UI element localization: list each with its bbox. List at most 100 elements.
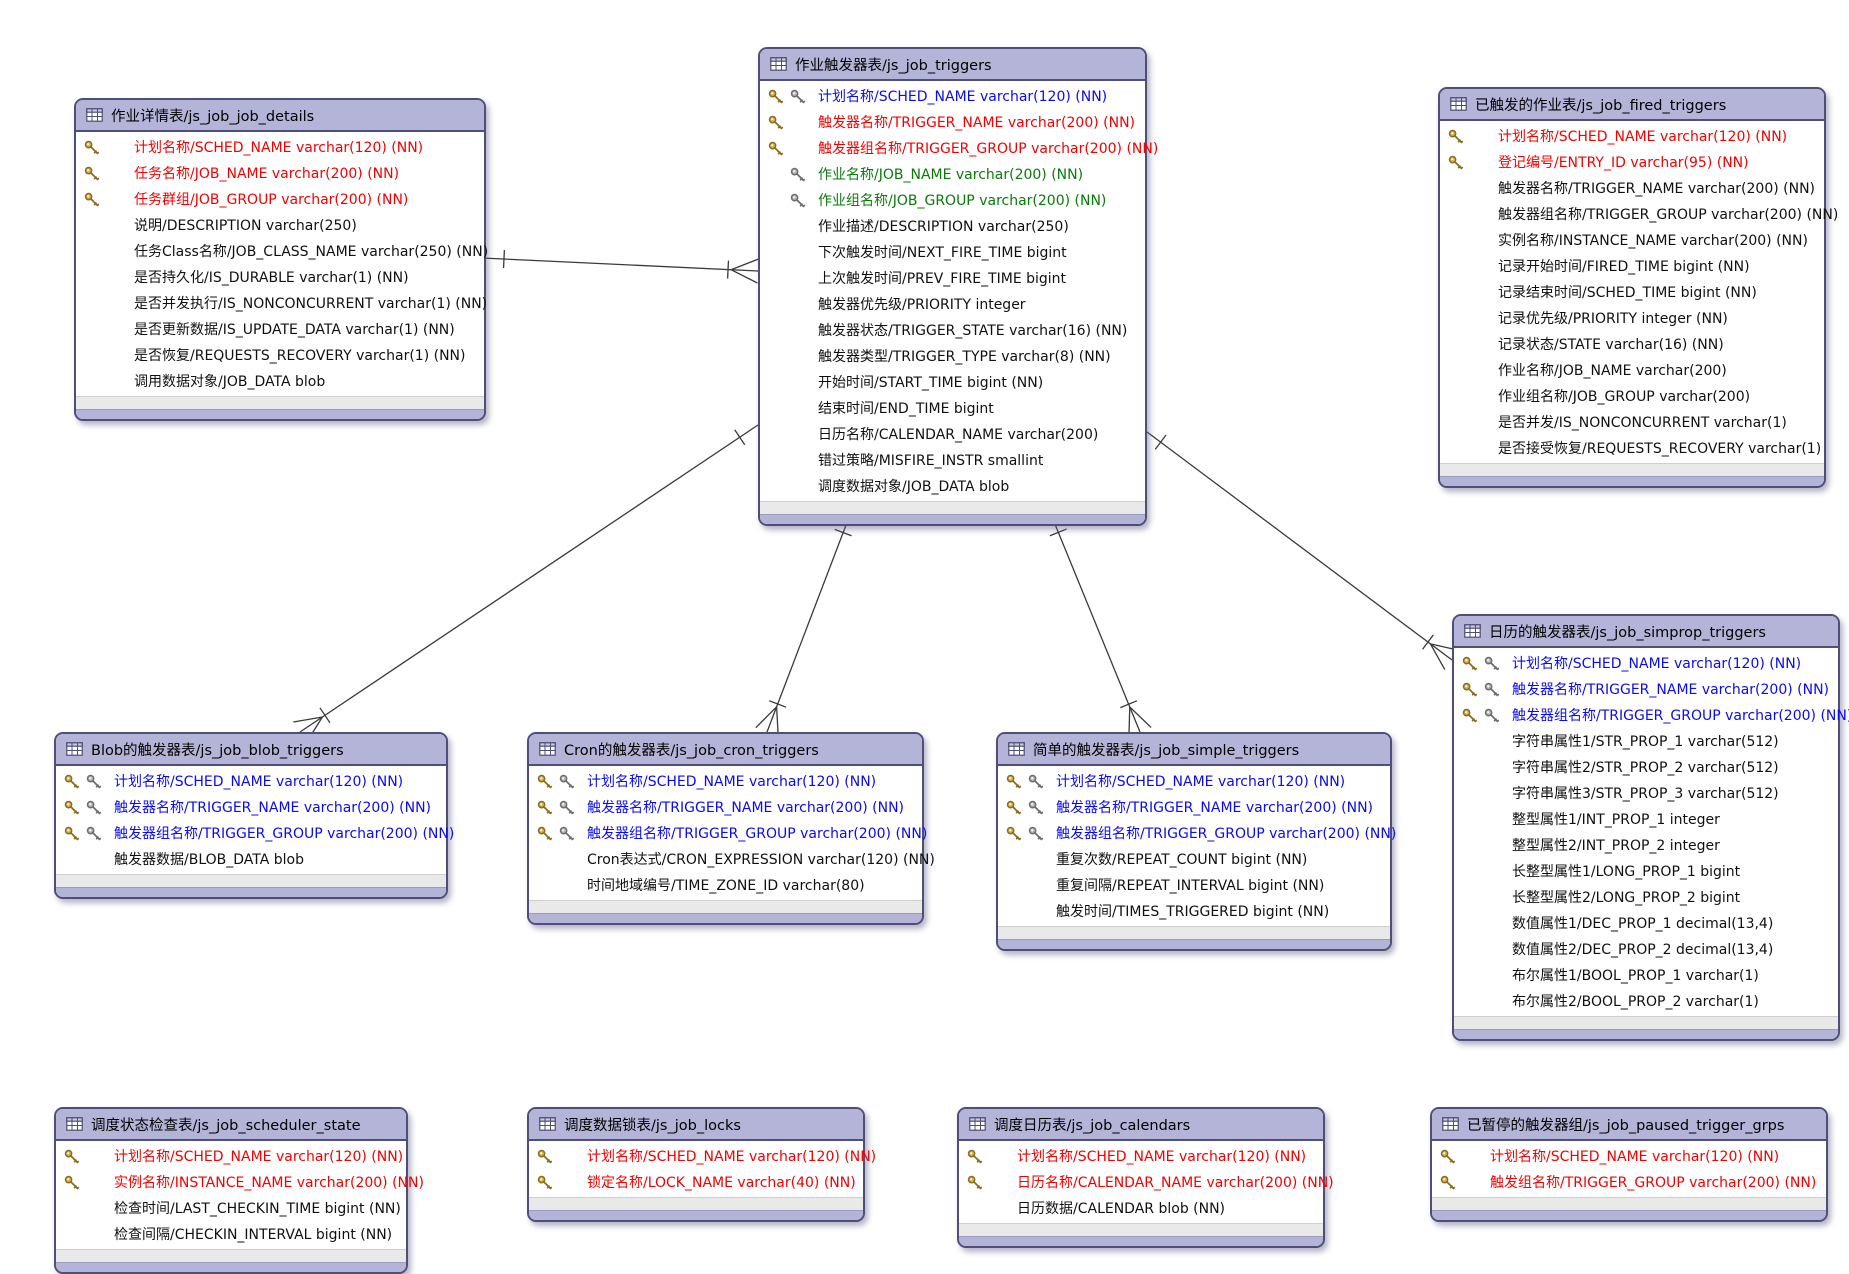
- column-row[interactable]: 是否持久化/IS_DURABLE varchar(1) (NN): [76, 265, 484, 291]
- table-header[interactable]: Blob的触发器表/js_job_blob_triggers: [56, 734, 446, 766]
- column-row[interactable]: 日历名称/CALENDAR_NAME varchar(200) (NN): [959, 1170, 1334, 1196]
- column-row[interactable]: 记录状态/STATE varchar(16) (NN): [1440, 332, 1824, 358]
- column-row[interactable]: 触发器数据/BLOB_DATA blob: [56, 847, 446, 873]
- column-row[interactable]: 下次触发时间/NEXT_FIRE_TIME bigint: [760, 240, 1145, 266]
- column-row[interactable]: 是否并发/IS_NONCONCURRENT varchar(1): [1440, 410, 1824, 436]
- column-row[interactable]: 触发器组名称/TRIGGER_GROUP varchar(200) (NN): [529, 821, 927, 847]
- column-row[interactable]: 计划名称/SCHED_NAME varchar(120) (NN): [1432, 1144, 1826, 1170]
- column-row[interactable]: 作业组名称/JOB_GROUP varchar(200) (NN): [760, 188, 1145, 214]
- column-row[interactable]: 触发器组名称/TRIGGER_GROUP varchar(200) (NN): [1454, 703, 1849, 729]
- table-header[interactable]: Cron的触发器表/js_job_cron_triggers: [529, 734, 922, 766]
- column-row[interactable]: 计划名称/SCHED_NAME varchar(120) (NN): [760, 84, 1145, 110]
- table-js_job_fired_triggers[interactable]: 已触发的作业表/js_job_fired_triggers 计划名称/SCHED_…: [1438, 87, 1838, 488]
- column-row[interactable]: 触发器名称/TRIGGER_NAME varchar(200) (NN): [529, 795, 922, 821]
- column-row[interactable]: 字符串属性3/STR_PROP_3 varchar(512): [1454, 781, 1838, 807]
- column-row[interactable]: 作业名称/JOB_NAME varchar(200) (NN): [760, 162, 1145, 188]
- column-row[interactable]: 任务群组/JOB_GROUP varchar(200) (NN): [76, 187, 484, 213]
- column-row[interactable]: 错过策略/MISFIRE_INSTR smallint: [760, 448, 1145, 474]
- column-row[interactable]: 计划名称/SCHED_NAME varchar(120) (NN): [529, 769, 922, 795]
- table-header[interactable]: 调度状态检查表/js_job_scheduler_state: [56, 1109, 406, 1141]
- column-row[interactable]: 计划名称/SCHED_NAME varchar(120) (NN): [56, 1144, 406, 1170]
- column-row[interactable]: 触发器优先级/PRIORITY integer: [760, 292, 1145, 318]
- table-header[interactable]: 简单的触发器表/js_job_simple_triggers: [998, 734, 1390, 766]
- column-row[interactable]: 触发器名称/TRIGGER_NAME varchar(200) (NN): [760, 110, 1145, 136]
- column-row[interactable]: 触发时间/TIMES_TRIGGERED bigint (NN): [998, 899, 1390, 925]
- column-row[interactable]: 计划名称/SCHED_NAME varchar(120) (NN): [1454, 651, 1838, 677]
- column-row[interactable]: 触发器组名称/TRIGGER_GROUP varchar(200) (NN): [998, 821, 1396, 847]
- column-row[interactable]: 触发器组名称/TRIGGER_GROUP varchar(200) (NN): [760, 136, 1158, 162]
- column-row[interactable]: 登记编号/ENTRY_ID varchar(95) (NN): [1440, 150, 1824, 176]
- column-row[interactable]: 日历数据/CALENDAR blob (NN): [959, 1196, 1323, 1222]
- relation-job_details-to-triggers[interactable]: [481, 250, 759, 284]
- column-row[interactable]: 作业名称/JOB_NAME varchar(200): [1440, 358, 1824, 384]
- column-row[interactable]: 数值属性2/DEC_PROP_2 decimal(13,4): [1454, 937, 1838, 963]
- column-row[interactable]: Cron表达式/CRON_EXPRESSION varchar(120) (NN…: [529, 847, 935, 873]
- table-header[interactable]: 调度数据锁表/js_job_locks: [529, 1109, 863, 1141]
- column-row[interactable]: 整型属性1/INT_PROP_1 integer: [1454, 807, 1838, 833]
- column-row[interactable]: 计划名称/SCHED_NAME varchar(120) (NN): [998, 769, 1390, 795]
- column-row[interactable]: 日历名称/CALENDAR_NAME varchar(200): [760, 422, 1145, 448]
- table-header[interactable]: 日历的触发器表/js_job_simprop_triggers: [1454, 616, 1838, 648]
- column-row[interactable]: 整型属性2/INT_PROP_2 integer: [1454, 833, 1838, 859]
- column-row[interactable]: 字符串属性2/STR_PROP_2 varchar(512): [1454, 755, 1838, 781]
- column-row[interactable]: 触发器名称/TRIGGER_NAME varchar(200) (NN): [56, 795, 446, 821]
- column-row[interactable]: 实例名称/INSTANCE_NAME varchar(200) (NN): [56, 1170, 424, 1196]
- column-row[interactable]: 重复次数/REPEAT_COUNT bigint (NN): [998, 847, 1390, 873]
- column-row[interactable]: 触发器组名称/TRIGGER_GROUP varchar(200) (NN): [56, 821, 454, 847]
- column-row[interactable]: 是否接受恢复/REQUESTS_RECOVERY varchar(1): [1440, 436, 1824, 462]
- column-row[interactable]: 实例名称/INSTANCE_NAME varchar(200) (NN): [1440, 228, 1824, 254]
- table-js_job_scheduler_state[interactable]: 调度状态检查表/js_job_scheduler_state 计划名称/SCHED…: [54, 1107, 424, 1274]
- table-js_job_calendars[interactable]: 调度日历表/js_job_calendars 计划名称/SCHED_NAME va…: [957, 1107, 1334, 1248]
- column-row[interactable]: 字符串属性1/STR_PROP_1 varchar(512): [1454, 729, 1838, 755]
- column-row[interactable]: 上次触发时间/PREV_FIRE_TIME bigint: [760, 266, 1145, 292]
- column-row[interactable]: 计划名称/SCHED_NAME varchar(120) (NN): [56, 769, 446, 795]
- column-row[interactable]: 长整型属性1/LONG_PROP_1 bigint: [1454, 859, 1838, 885]
- column-row[interactable]: 长整型属性2/LONG_PROP_2 bigint: [1454, 885, 1838, 911]
- column-row[interactable]: 时间地域编号/TIME_ZONE_ID varchar(80): [529, 873, 922, 899]
- table-js_job_cron_triggers[interactable]: Cron的触发器表/js_job_cron_triggers 计划名称/SCHED…: [527, 732, 935, 925]
- table-header[interactable]: 已触发的作业表/js_job_fired_triggers: [1440, 89, 1824, 121]
- column-row[interactable]: 触发器名称/TRIGGER_NAME varchar(200) (NN): [1440, 176, 1824, 202]
- column-row[interactable]: 检查间隔/CHECKIN_INTERVAL bigint (NN): [56, 1222, 406, 1248]
- column-row[interactable]: 重复间隔/REPEAT_INTERVAL bigint (NN): [998, 873, 1390, 899]
- column-row[interactable]: 计划名称/SCHED_NAME varchar(120) (NN): [959, 1144, 1323, 1170]
- column-row[interactable]: 作业组名称/JOB_GROUP varchar(200): [1440, 384, 1824, 410]
- column-row[interactable]: 开始时间/START_TIME bigint (NN): [760, 370, 1145, 396]
- column-row[interactable]: 锁定名称/LOCK_NAME varchar(40) (NN): [529, 1170, 863, 1196]
- column-row[interactable]: 记录结束时间/SCHED_TIME bigint (NN): [1440, 280, 1824, 306]
- relation-triggers-to-cron_triggers[interactable]: [755, 511, 852, 737]
- table-js_job_job_details[interactable]: 作业详情表/js_job_job_details 计划名称/SCHED_NAME …: [74, 98, 488, 421]
- column-row[interactable]: 计划名称/SCHED_NAME varchar(120) (NN): [76, 135, 484, 161]
- column-row[interactable]: 调度数据对象/JOB_DATA blob: [760, 474, 1145, 500]
- table-header[interactable]: 作业详情表/js_job_job_details: [76, 100, 484, 132]
- column-row[interactable]: 计划名称/SCHED_NAME varchar(120) (NN): [1440, 124, 1824, 150]
- table-header[interactable]: 调度日历表/js_job_calendars: [959, 1109, 1323, 1141]
- column-row[interactable]: 记录开始时间/FIRED_TIME bigint (NN): [1440, 254, 1824, 280]
- column-row[interactable]: 布尔属性2/BOOL_PROP_2 varchar(1): [1454, 989, 1838, 1015]
- column-row[interactable]: 任务Class名称/JOB_CLASS_NAME varchar(250) (N…: [76, 239, 488, 265]
- column-row[interactable]: 计划名称/SCHED_NAME varchar(120) (NN): [529, 1144, 876, 1170]
- column-row[interactable]: 检查时间/LAST_CHECKIN_TIME bigint (NN): [56, 1196, 406, 1222]
- table-header[interactable]: 已暂停的触发器组/js_job_paused_trigger_grps: [1432, 1109, 1826, 1141]
- column-row[interactable]: 触发器类型/TRIGGER_TYPE varchar(8) (NN): [760, 344, 1145, 370]
- table-js_job_simprop_triggers[interactable]: 日历的触发器表/js_job_simprop_triggers 计划名称/SCHE…: [1452, 614, 1849, 1041]
- column-row[interactable]: 触发器名称/TRIGGER_NAME varchar(200) (NN): [998, 795, 1390, 821]
- column-row[interactable]: 调用数据对象/JOB_DATA blob: [76, 369, 484, 395]
- column-row[interactable]: 是否恢复/REQUESTS_RECOVERY varchar(1) (NN): [76, 343, 484, 369]
- table-js_job_blob_triggers[interactable]: Blob的触发器表/js_job_blob_triggers 计划名称/SCHED…: [54, 732, 454, 899]
- column-row[interactable]: 说明/DESCRIPTION varchar(250): [76, 213, 484, 239]
- table-js_job_locks[interactable]: 调度数据锁表/js_job_locks 计划名称/SCHED_NAME varch…: [527, 1107, 876, 1222]
- column-row[interactable]: 触发器状态/TRIGGER_STATE varchar(16) (NN): [760, 318, 1145, 344]
- column-row[interactable]: 任务名称/JOB_NAME varchar(200) (NN): [76, 161, 484, 187]
- column-row[interactable]: 数值属性1/DEC_PROP_1 decimal(13,4): [1454, 911, 1838, 937]
- column-row[interactable]: 作业描述/DESCRIPTION varchar(250): [760, 214, 1145, 240]
- column-row[interactable]: 触发器组名称/TRIGGER_GROUP varchar(200) (NN): [1440, 202, 1838, 228]
- relation-triggers-to-simple_triggers[interactable]: [1049, 511, 1152, 737]
- table-js_job_paused_trigger_grps[interactable]: 已暂停的触发器组/js_job_paused_trigger_grps 计划名称/…: [1430, 1107, 1828, 1222]
- column-row[interactable]: 触发器名称/TRIGGER_NAME varchar(200) (NN): [1454, 677, 1838, 703]
- table-js_job_simple_triggers[interactable]: 简单的触发器表/js_job_simple_triggers 计划名称/SCHED…: [996, 732, 1396, 951]
- column-row[interactable]: 记录优先级/PRIORITY integer (NN): [1440, 306, 1824, 332]
- column-row[interactable]: 结束时间/END_TIME bigint: [760, 396, 1145, 422]
- column-row[interactable]: 触发组名称/TRIGGER_GROUP varchar(200) (NN): [1432, 1170, 1826, 1196]
